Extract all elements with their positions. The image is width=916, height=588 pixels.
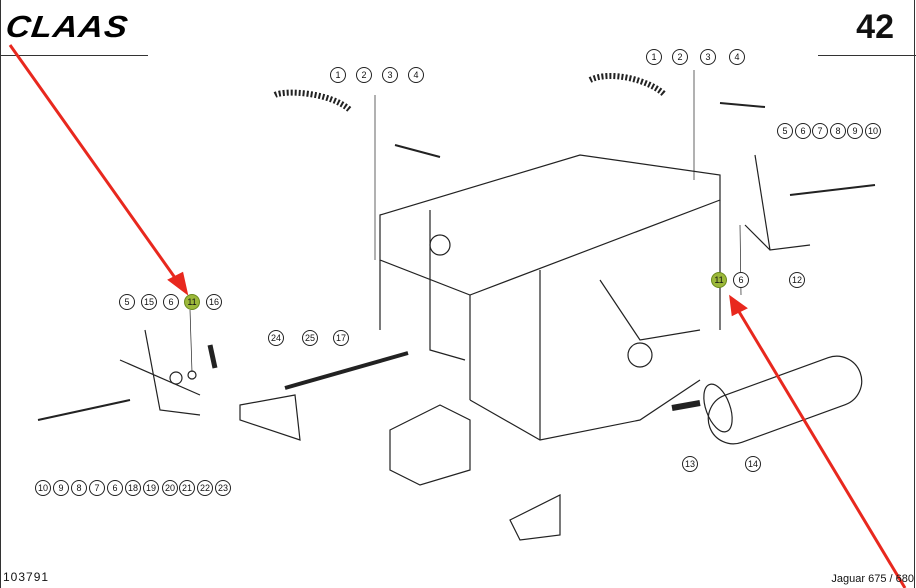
- callout: 13: [682, 456, 698, 472]
- frame-top-beam: [379, 154, 721, 296]
- roller-end: [703, 383, 733, 433]
- washer: [187, 370, 197, 380]
- callout: 18: [125, 480, 141, 496]
- callout: 24: [268, 330, 284, 346]
- callout: 21: [179, 480, 195, 496]
- bracket-plate: [389, 404, 471, 486]
- frame-lower: [469, 379, 701, 441]
- bolts-top: [394, 102, 766, 158]
- model-label: Jaguar 675 / 680: [831, 573, 914, 585]
- callout: 15: [141, 294, 157, 310]
- frame-side: [429, 210, 701, 361]
- annotation-arrowhead-left: [167, 271, 189, 296]
- annotation-arrowhead-right: [729, 294, 748, 317]
- callout: 12: [789, 272, 805, 288]
- callout: 5: [777, 123, 793, 139]
- callout: 1: [330, 67, 346, 83]
- callout-highlighted: 11: [184, 294, 200, 310]
- callout-highlighted: 11: [711, 272, 727, 288]
- callout: 9: [53, 480, 69, 496]
- roller-pin: [671, 400, 701, 411]
- lever-left: [119, 329, 201, 416]
- callout: 7: [89, 480, 105, 496]
- frame-hole: [627, 342, 653, 368]
- right-border: [914, 0, 915, 588]
- bushing: [169, 371, 183, 385]
- callout: 1: [646, 49, 662, 65]
- callout: 2: [356, 67, 372, 83]
- annotation-arrow-left: [8, 44, 180, 283]
- callout: 6: [795, 123, 811, 139]
- callout: 2: [672, 49, 688, 65]
- callout: 3: [382, 67, 398, 83]
- frame-hole: [429, 234, 451, 256]
- shaft-arm: [239, 394, 301, 441]
- lever-right: [744, 154, 811, 251]
- callout: 7: [812, 123, 828, 139]
- page-number: 42: [856, 8, 894, 46]
- callout: 25: [302, 330, 318, 346]
- callout: 23: [215, 480, 231, 496]
- callout: 8: [71, 480, 87, 496]
- callout: 8: [830, 123, 846, 139]
- callout: 3: [700, 49, 716, 65]
- callout: 10: [865, 123, 881, 139]
- header-rule-right: [818, 55, 916, 56]
- annotation-arrow-right: [736, 309, 907, 588]
- callout: 5: [119, 294, 135, 310]
- callout: 14: [745, 456, 761, 472]
- callout: 6: [107, 480, 123, 496]
- spring-right: [588, 72, 668, 98]
- callout: 4: [408, 67, 424, 83]
- callout: 19: [143, 480, 159, 496]
- lower-bracket: [509, 494, 561, 541]
- shaft: [284, 351, 409, 390]
- callout: 16: [206, 294, 222, 310]
- pin: [207, 344, 218, 369]
- left-border: [0, 0, 1, 588]
- callout: 17: [333, 330, 349, 346]
- spring-left: [273, 89, 353, 113]
- callout: 20: [162, 480, 178, 496]
- callout: 4: [729, 49, 745, 65]
- bolt-left: [37, 399, 131, 421]
- callout: 6: [733, 272, 749, 288]
- roller: [707, 355, 863, 445]
- frame-uprights: [379, 200, 721, 440]
- callout: 6: [163, 294, 179, 310]
- header-rule-left: [0, 55, 148, 56]
- callout: 10: [35, 480, 51, 496]
- callout: 9: [847, 123, 863, 139]
- bolt-right: [789, 184, 876, 196]
- document-number: 103791: [3, 570, 50, 584]
- callout: 22: [197, 480, 213, 496]
